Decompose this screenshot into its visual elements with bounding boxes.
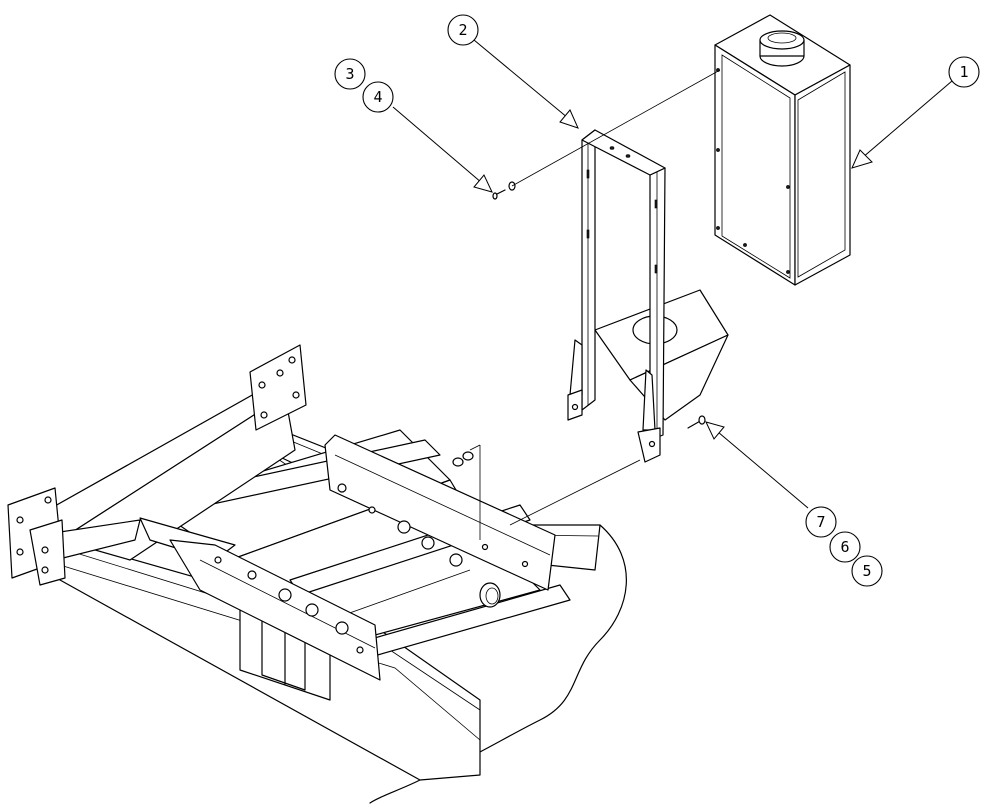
- callout-balloon-4: 4: [362, 81, 394, 113]
- reservoir-tank: [714, 14, 851, 286]
- hardware-parts: [492, 69, 721, 526]
- chassis-frame: [7, 344, 627, 804]
- callout-label-2: 2: [458, 21, 467, 39]
- callout-label-5: 5: [862, 562, 871, 580]
- callout-label-4: 4: [373, 88, 382, 106]
- callout-label-1: 1: [959, 63, 968, 81]
- lower-rail-plate: [169, 539, 381, 681]
- callout-label-3: 3: [345, 65, 354, 83]
- callout-label-7: 7: [816, 513, 825, 531]
- mounting-rail-plate: [324, 434, 556, 591]
- callout-balloon-7: 7: [805, 506, 837, 538]
- callout-balloon-3: 3: [334, 58, 366, 90]
- callout-balloon-2: 2: [447, 14, 479, 46]
- break-line: [369, 524, 627, 804]
- bracket-foot-right: [637, 427, 661, 463]
- callout-balloon-6: 6: [829, 531, 861, 563]
- callout-balloon-1: 1: [948, 56, 980, 88]
- tank-bracket: [567, 129, 729, 463]
- callout-label-6: 6: [840, 538, 849, 556]
- callout-leaders: [392, 39, 953, 509]
- callout-balloon-5: 5: [851, 555, 883, 587]
- top-mounting-plate: [249, 344, 307, 431]
- frame-hardware: [452, 444, 481, 540]
